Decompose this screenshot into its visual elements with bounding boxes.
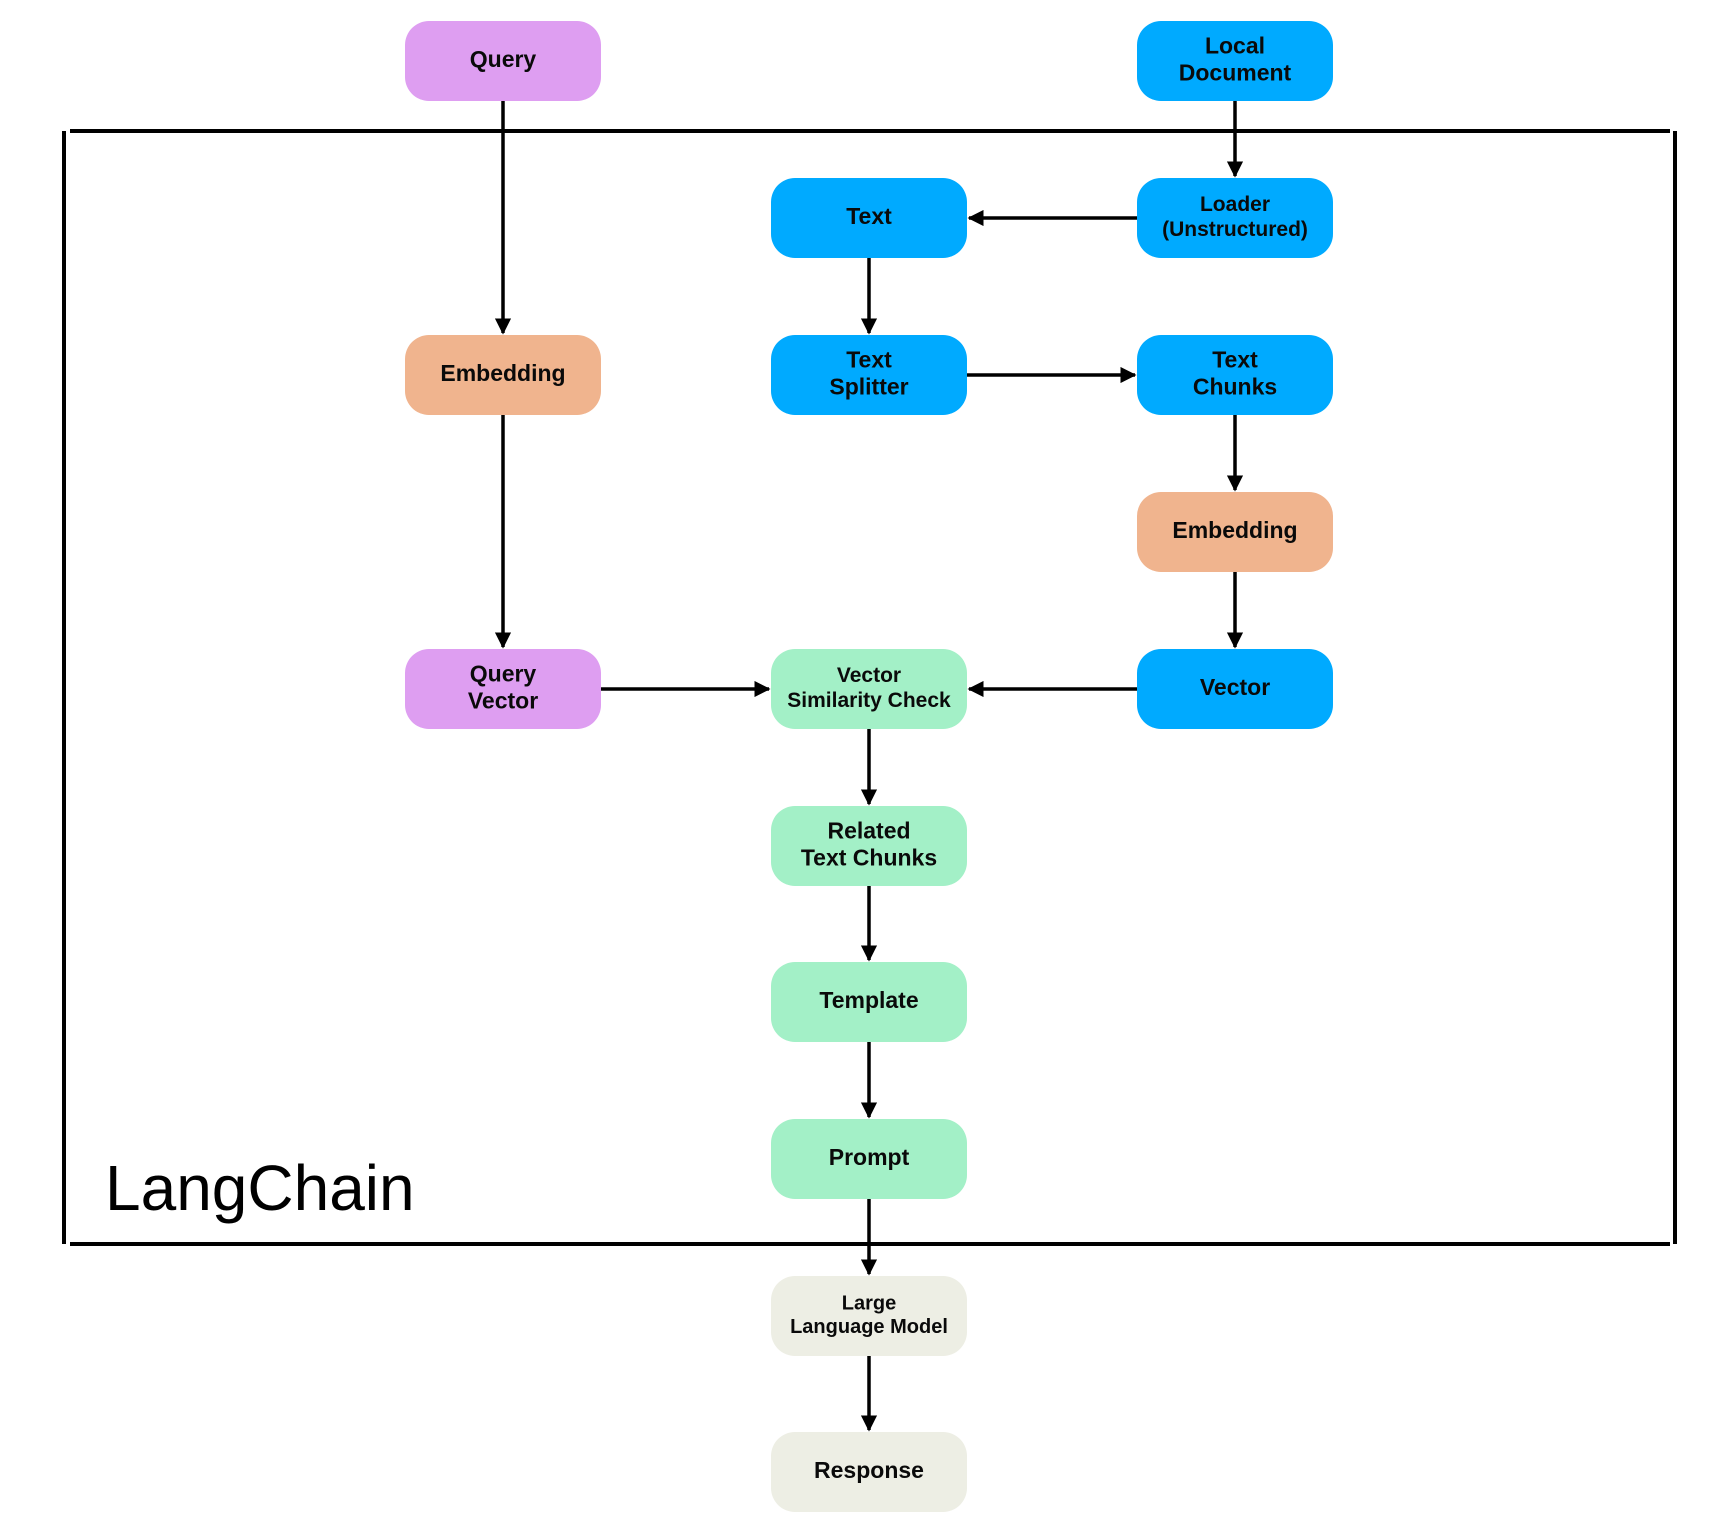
node-text-splitter-box [771, 335, 967, 415]
node-prompt-box [771, 1119, 967, 1199]
node-similarity-check-label-line: Vector [837, 664, 901, 687]
node-embedding-query-box [405, 335, 601, 415]
node-embedding-query: Embedding [405, 335, 601, 415]
node-similarity-check-label-line: Similarity Check [787, 689, 951, 712]
node-embedding-doc: Embedding [1137, 492, 1333, 572]
node-template-box [771, 962, 967, 1042]
node-response: Response [771, 1432, 967, 1512]
node-query-vector-label-line: Vector [468, 688, 538, 714]
node-template: Template [771, 962, 967, 1042]
node-query: Query [405, 21, 601, 101]
node-loader-label-line: (Unstructured) [1162, 218, 1308, 241]
edges [494, 101, 1244, 1432]
node-vector: Vector [1137, 649, 1333, 729]
node-loader-box [1137, 178, 1333, 258]
node-response-box [771, 1432, 967, 1512]
node-response-label-line: Response [814, 1457, 924, 1483]
node-llm-box [771, 1276, 967, 1356]
node-text-label-line: Text [846, 203, 892, 229]
node-loader-label-line: Loader [1200, 193, 1270, 216]
node-related-chunks-box [771, 806, 967, 886]
node-text-splitter-label-line: Text [846, 347, 892, 373]
node-local-document-label-line: Local [1205, 33, 1265, 59]
frame-label: LangChain [105, 1152, 415, 1224]
node-vector-box [1137, 649, 1333, 729]
node-related-chunks-label-line: Text Chunks [801, 845, 937, 871]
langchain-frame: LangChain [62, 129, 1677, 1246]
node-query-label-line: Query [470, 46, 537, 72]
node-text: Text [771, 178, 967, 258]
node-text-chunks-label-line: Chunks [1193, 374, 1277, 400]
node-embedding-doc-label-line: Embedding [1172, 517, 1297, 543]
node-embedding-query-label-line: Embedding [440, 360, 565, 386]
node-vector-label-line: Vector [1200, 674, 1270, 700]
node-text-splitter-label-line: Splitter [829, 374, 908, 400]
node-local-document-box [1137, 21, 1333, 101]
node-text-box [771, 178, 967, 258]
node-llm-label-line: Large [842, 1292, 896, 1314]
node-loader: Loader(Unstructured) [1137, 178, 1333, 258]
node-query-box [405, 21, 601, 101]
node-text-chunks-box [1137, 335, 1333, 415]
node-query-vector-label-line: Query [470, 661, 537, 687]
node-text-chunks-label-line: Text [1212, 347, 1258, 373]
node-local-document-label-line: Document [1179, 60, 1292, 86]
node-prompt-label-line: Prompt [829, 1144, 910, 1170]
node-prompt: Prompt [771, 1119, 967, 1199]
node-embedding-doc-box [1137, 492, 1333, 572]
node-template-label-line: Template [819, 987, 918, 1013]
node-query-vector-box [405, 649, 601, 729]
node-similarity-check-box [771, 649, 967, 729]
node-llm-label-line: Language Model [790, 1316, 948, 1338]
node-related-chunks-label-line: Related [827, 818, 910, 844]
